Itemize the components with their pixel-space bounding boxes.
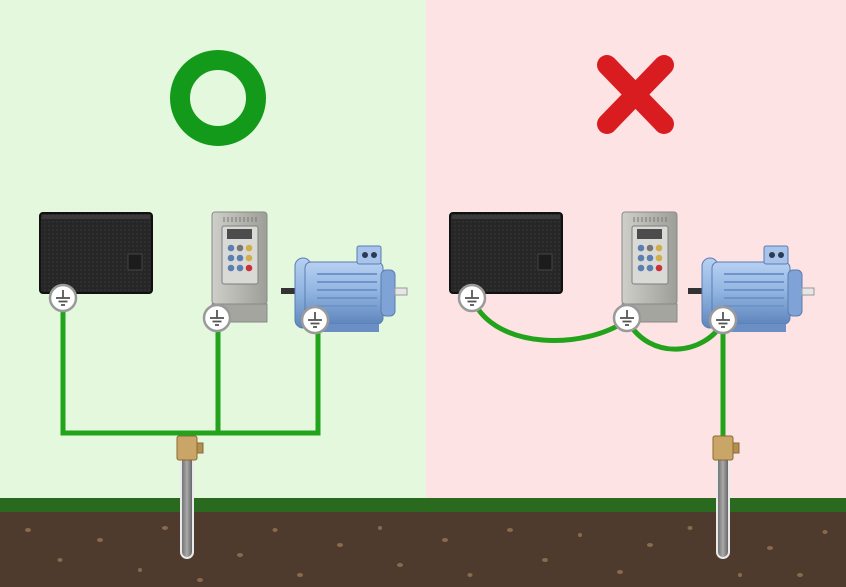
controller-right — [449, 212, 563, 294]
ground-symbol-icon — [48, 283, 78, 313]
ground-symbol-icon — [300, 305, 330, 335]
soil — [0, 512, 846, 587]
ground-symbol-icon — [457, 283, 487, 313]
grass-strip — [0, 498, 846, 512]
circle-icon — [170, 50, 266, 146]
cross-icon — [597, 55, 674, 134]
soil-dots — [25, 526, 828, 582]
ground-symbol-icon — [612, 303, 642, 333]
ground-symbol-icon — [708, 305, 738, 335]
controller-left — [39, 212, 153, 294]
ground-symbol-icon — [202, 303, 232, 333]
